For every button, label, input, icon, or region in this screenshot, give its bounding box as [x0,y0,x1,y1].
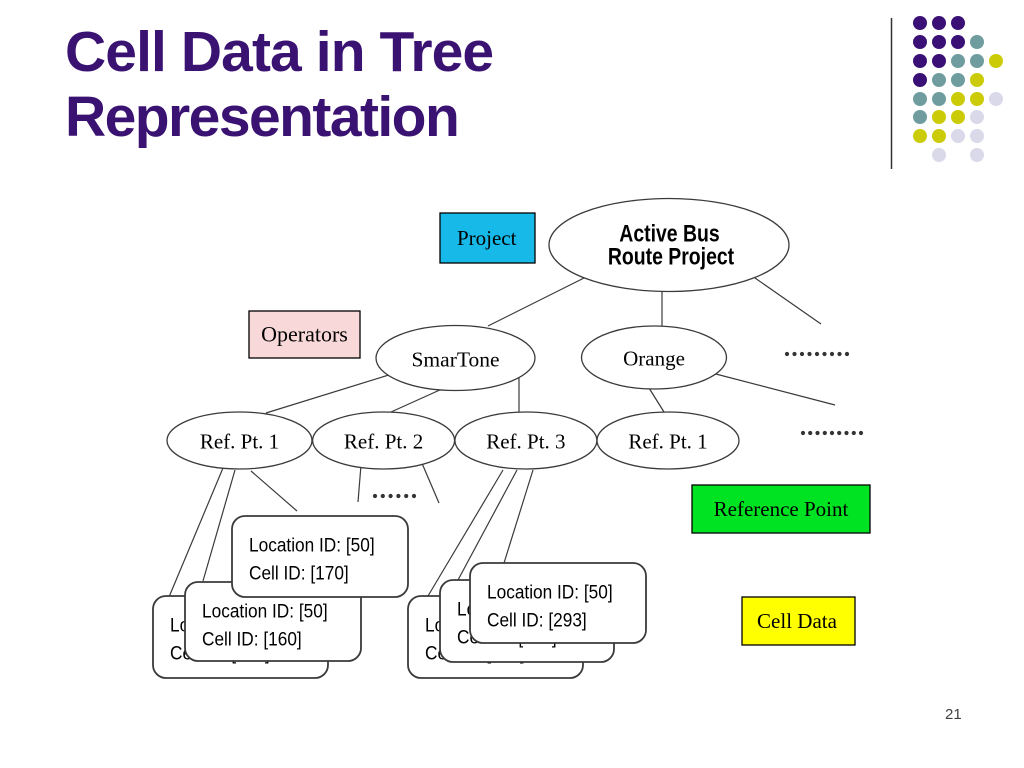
svg-text:Cell Data: Cell Data [757,609,838,633]
svg-text:Project: Project [457,226,517,250]
svg-text:Active Bus: Active Bus [619,219,719,246]
svg-text:Cell ID: [170]: Cell ID: [170] [249,561,349,583]
svg-text:Orange: Orange [623,347,685,371]
svg-text:Route Project: Route Project [608,242,734,269]
svg-text:Ref. Pt. 2: Ref. Pt. 2 [344,430,423,454]
svg-text:Operators: Operators [261,322,348,347]
svg-text:Ref. Pt. 1: Ref. Pt. 1 [628,430,707,454]
svg-text:Reference Point: Reference Point [714,497,849,521]
svg-text:Cell ID: [160]: Cell ID: [160] [202,627,302,649]
svg-text:Ref. Pt. 3: Ref. Pt. 3 [486,430,565,454]
svg-text:SmarTone: SmarTone [411,348,499,372]
svg-text:Location ID: [50]: Location ID: [50] [487,580,613,602]
svg-text:Location ID: [50]: Location ID: [50] [202,599,328,621]
svg-text:Ref. Pt. 1: Ref. Pt. 1 [200,430,279,454]
svg-text:Cell ID: [293]: Cell ID: [293] [487,608,587,630]
svg-text:Location ID: [50]: Location ID: [50] [249,533,375,555]
